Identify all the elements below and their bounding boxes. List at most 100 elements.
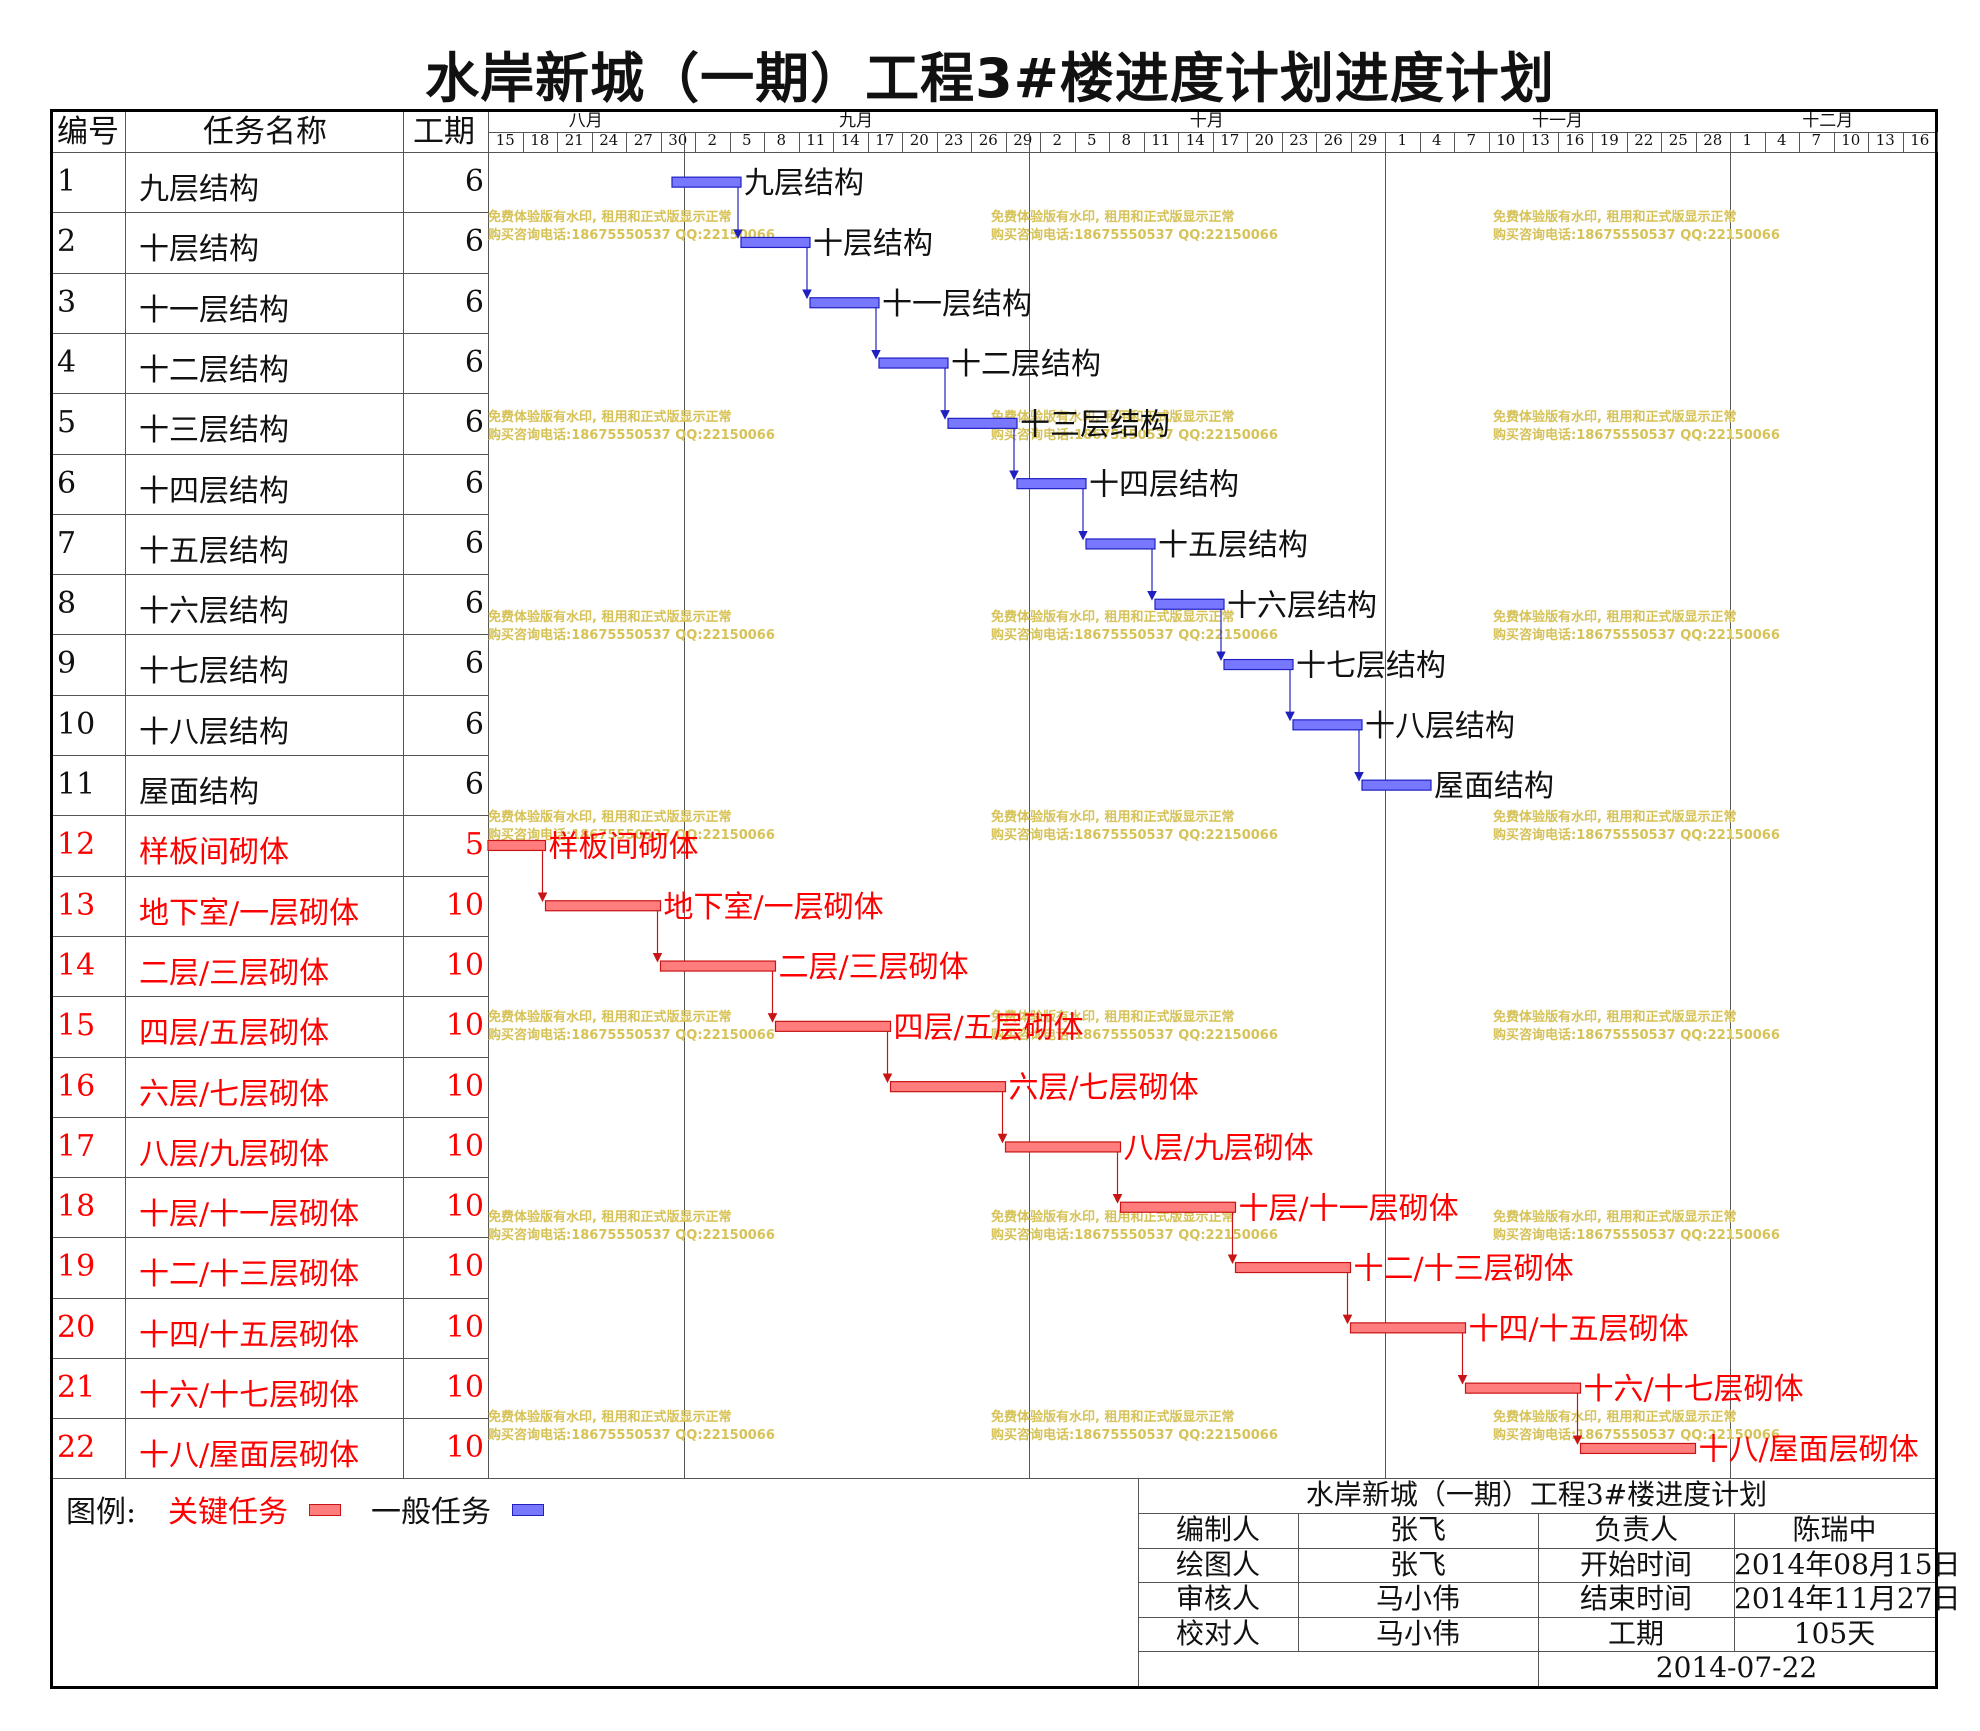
info-cell: 工期 bbox=[1607, 1617, 1664, 1650]
info-cell: 开始时间 bbox=[1579, 1548, 1692, 1581]
watermark-text: 免费体验版有水印, 租用和正式版显示正常购买咨询电话:18675550537 Q… bbox=[991, 609, 1278, 645]
gantt-bar bbox=[659, 960, 777, 972]
info-cell: 编制人 bbox=[1175, 1513, 1260, 1546]
watermark-line: 免费体验版有水印, 租用和正式版显示正常 bbox=[991, 1010, 1235, 1025]
day-tick-label: 1 bbox=[1397, 131, 1408, 149]
task-name: 十层/十一层砌体 bbox=[139, 1197, 360, 1233]
watermark-line: 购买咨询电话:18675550537 QQ:22150066 bbox=[1493, 428, 1780, 443]
day-tick bbox=[1178, 132, 1179, 152]
info-cell: 2014年08月15日 bbox=[1734, 1548, 1961, 1581]
day-tick-label: 14 bbox=[840, 131, 860, 149]
watermark-line: 免费体验版有水印, 租用和正式版显示正常 bbox=[1493, 1410, 1737, 1425]
task-id: 15 bbox=[57, 1008, 96, 1044]
day-tick-label: 24 bbox=[599, 131, 619, 149]
task-duration: 10 bbox=[445, 1068, 484, 1104]
gantt-bar bbox=[774, 1020, 892, 1032]
task-id: 12 bbox=[57, 827, 96, 863]
watermark-line: 购买咨询电话:18675550537 QQ:22150066 bbox=[991, 1228, 1278, 1243]
watermark-line: 免费体验版有水印, 租用和正式版显示正常 bbox=[1493, 210, 1737, 225]
watermark-line: 购买咨询电话:18675550537 QQ:22150066 bbox=[1493, 1028, 1780, 1043]
watermark-text: 免费体验版有水印, 租用和正式版显示正常购买咨询电话:18675550537 Q… bbox=[488, 609, 775, 645]
day-tick-label: 8 bbox=[1121, 131, 1132, 149]
task-id: 18 bbox=[57, 1189, 96, 1225]
task-id: 2 bbox=[57, 224, 77, 260]
watermark-line: 免费体验版有水印, 租用和正式版显示正常 bbox=[991, 210, 1235, 225]
day-tick bbox=[1833, 132, 1835, 152]
day-tick-label: 13 bbox=[1875, 131, 1895, 149]
task-duration: 10 bbox=[445, 1309, 484, 1345]
watermark-line: 购买咨询电话:18675550537 QQ:22150066 bbox=[991, 1428, 1278, 1443]
task-id: 20 bbox=[57, 1309, 96, 1345]
info-cell: 2014年11月27日 bbox=[1734, 1582, 1961, 1615]
gantt-bar-label: 十四层结构 bbox=[1089, 468, 1239, 503]
watermark-line: 免费体验版有水印, 租用和正式版显示正常 bbox=[488, 210, 732, 225]
row-divider bbox=[53, 1418, 488, 1420]
day-tick bbox=[1695, 132, 1697, 152]
watermark-line: 购买咨询电话:18675550537 QQ:22150066 bbox=[991, 628, 1278, 643]
info-cell: 负责人 bbox=[1593, 1513, 1678, 1546]
day-tick bbox=[1661, 132, 1662, 152]
gantt-bar-label: 六层/七层砌体 bbox=[1009, 1071, 1199, 1106]
watermark-text: 免费体验版有水印, 租用和正式版显示正常购买咨询电话:18675550537 Q… bbox=[1493, 209, 1780, 245]
gantt-bar bbox=[1119, 1201, 1237, 1213]
day-tick bbox=[1868, 132, 1869, 152]
watermark-line: 免费体验版有水印, 租用和正式版显示正常 bbox=[488, 1410, 732, 1425]
watermark-text: 免费体验版有水印, 租用和正式版显示正常购买咨询电话:18675550537 Q… bbox=[1493, 1209, 1780, 1245]
gantt-bar-label: 十七层结构 bbox=[1296, 649, 1446, 684]
gantt-bar bbox=[878, 357, 949, 369]
col-divider bbox=[125, 112, 126, 1478]
info-row-line bbox=[1138, 1651, 1935, 1652]
task-duration: 6 bbox=[464, 525, 484, 561]
watermark-line: 购买咨询电话:18675550537 QQ:22150066 bbox=[991, 828, 1278, 843]
info-title: 水岸新城（一期）工程3#楼进度计划 bbox=[1305, 1478, 1768, 1511]
gantt-chart-area: 九层结构十层结构十一层结构十二层结构十三层结构十四层结构十五层结构十六层结构十七… bbox=[487, 166, 1919, 1467]
row-divider bbox=[53, 212, 488, 214]
gantt-bar-label: 四层/五层砌体 bbox=[894, 1010, 1084, 1045]
col-divider bbox=[403, 112, 404, 1478]
watermark-line: 购买咨询电话:18675550537 QQ:22150066 bbox=[991, 228, 1278, 243]
gantt-bar-label: 十层/十一层砌体 bbox=[1239, 1191, 1459, 1226]
watermark-line: 免费体验版有水印, 租用和正式版显示正常 bbox=[1493, 810, 1737, 825]
gantt-bar-label: 十六/十七层砌体 bbox=[1584, 1372, 1804, 1407]
day-tick bbox=[1040, 132, 1041, 152]
gantt-bar bbox=[1361, 779, 1432, 791]
day-tick-label: 11 bbox=[1151, 131, 1171, 149]
day-tick-label: 17 bbox=[875, 131, 895, 149]
day-tick bbox=[1523, 132, 1524, 152]
row-divider bbox=[53, 1297, 488, 1299]
task-name: 地下室/一层砌体 bbox=[139, 895, 360, 931]
month-divider bbox=[488, 132, 1935, 133]
watermark-line: 购买咨询电话:18675550537 QQ:22150066 bbox=[1493, 1428, 1780, 1443]
day-tick bbox=[695, 132, 696, 152]
gantt-bar bbox=[1223, 658, 1294, 671]
task-duration: 6 bbox=[464, 646, 484, 682]
dependency-links bbox=[537, 187, 1583, 1445]
row-divider bbox=[53, 1358, 488, 1359]
row-divider bbox=[53, 332, 488, 334]
watermark-line: 购买咨询电话:18675550537 QQ:22150066 bbox=[488, 428, 775, 443]
day-tick bbox=[936, 132, 938, 152]
task-name: 十六/十七层砌体 bbox=[139, 1378, 360, 1413]
watermark-line: 购买咨询电话:18675550537 QQ:22150066 bbox=[1493, 228, 1780, 243]
header-divider bbox=[53, 152, 1935, 153]
task-duration: 6 bbox=[464, 586, 484, 622]
day-tick bbox=[902, 132, 903, 152]
day-tick bbox=[1143, 132, 1145, 152]
day-tick bbox=[1247, 132, 1248, 152]
info-cell: 马小伟 bbox=[1375, 1617, 1460, 1650]
day-tick bbox=[1902, 132, 1904, 152]
row-divider bbox=[53, 755, 488, 756]
day-tick-label: 26 bbox=[1323, 131, 1343, 149]
day-tick bbox=[1626, 132, 1628, 152]
task-name: 八层/九层砌体 bbox=[139, 1136, 330, 1172]
watermark-line: 购买咨询电话:18675550537 QQ:22150066 bbox=[488, 228, 775, 243]
day-tick-label: 21 bbox=[564, 131, 584, 149]
day-tick-label: 5 bbox=[1086, 131, 1097, 149]
row-divider bbox=[53, 1056, 488, 1058]
day-tick bbox=[867, 132, 869, 152]
gantt-bar-label: 十二层结构 bbox=[951, 347, 1101, 382]
gantt-bar-label: 十四/十五层砌体 bbox=[1469, 1312, 1689, 1347]
watermark-text: 免费体验版有水印, 租用和正式版显示正常购买咨询电话:18675550537 Q… bbox=[991, 209, 1278, 245]
info-cell: 校对人 bbox=[1175, 1617, 1260, 1650]
task-name: 样板间砌体 bbox=[139, 835, 289, 871]
